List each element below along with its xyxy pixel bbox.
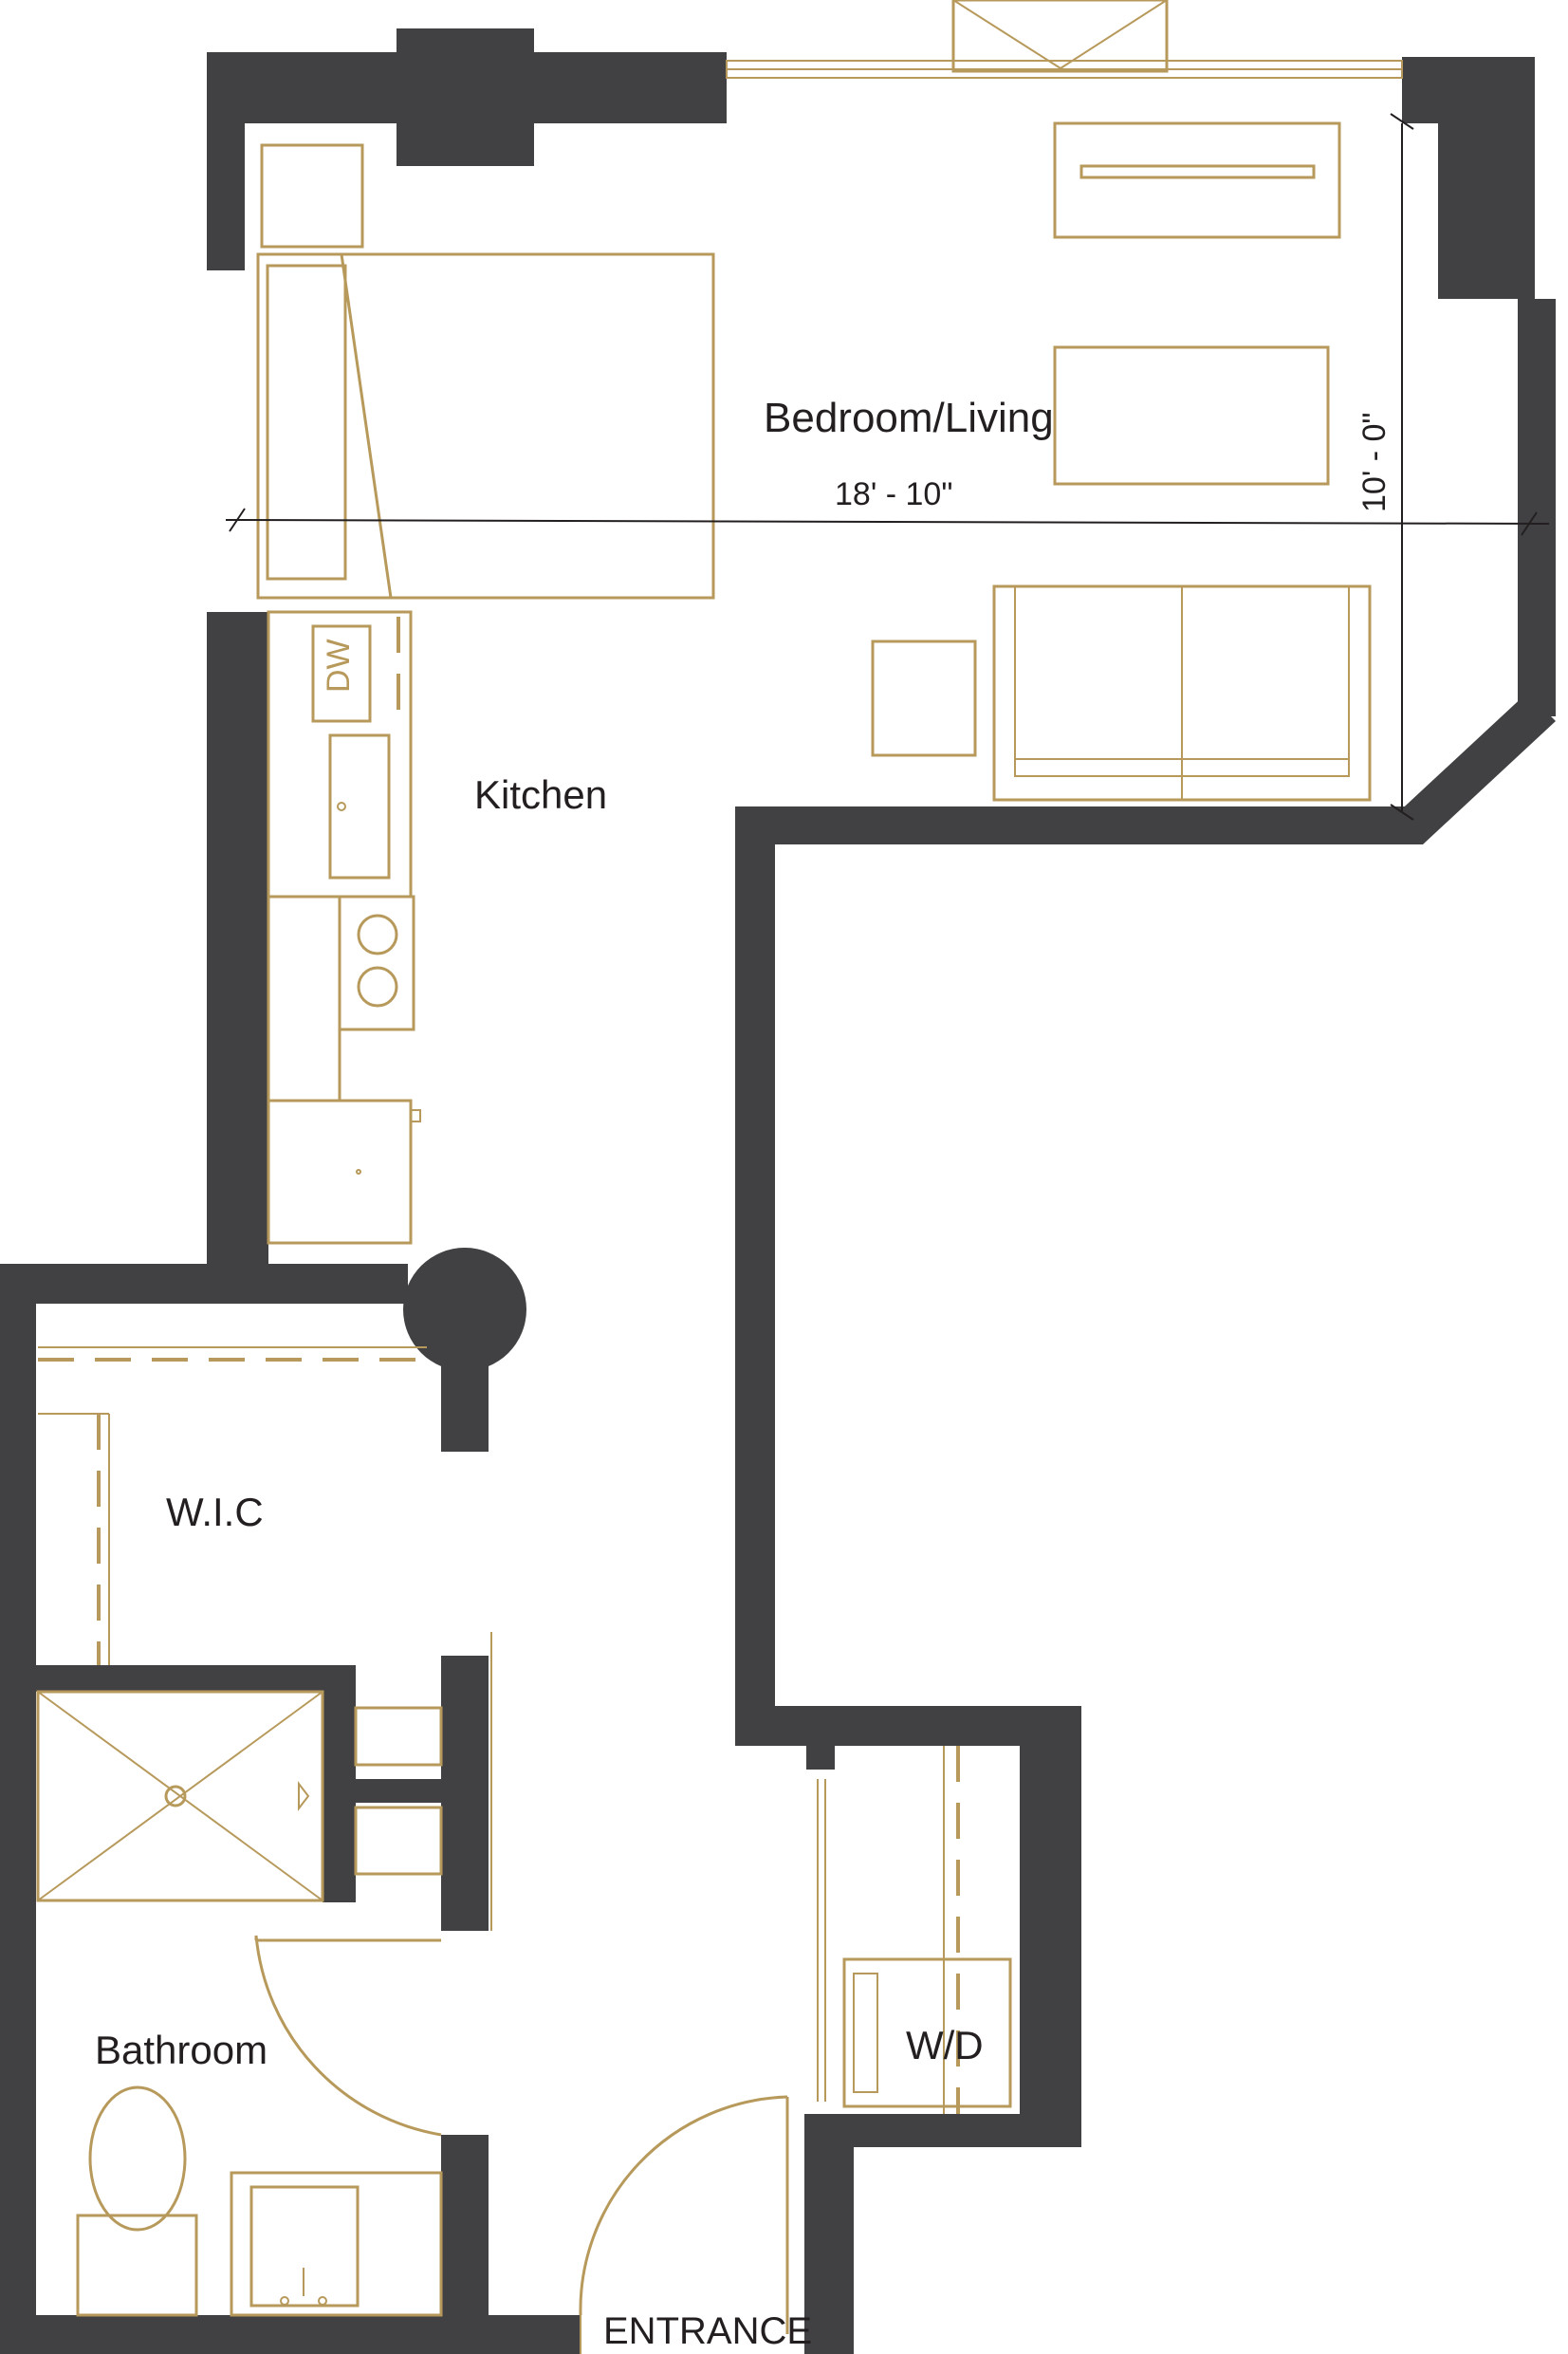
corridor-right-wall [735,806,775,1746]
bedroom-bottom-wall [735,806,1423,844]
entrance-door [579,2095,789,2354]
label-wic: W.I.C [166,1490,264,1534]
far-left-wall [0,1264,36,2354]
side-table [871,639,977,757]
label-entrance: ENTRANCE [603,2310,812,2352]
shelf-bottom [354,1806,443,1876]
vanity [230,2171,443,2317]
toilet-tank [76,2214,198,2317]
bedroom-furniture [256,121,1372,802]
burner-2 [357,966,398,1008]
right-corner-wall [1402,57,1535,304]
wic-top-wall [0,1264,408,1304]
laundry-fixtures [817,1746,1012,2114]
burner-1 [357,914,398,955]
shelf-top [354,1706,443,1767]
bath-wall-upper [441,1656,489,1931]
walls [0,28,1556,2354]
label-kitchen: Kitchen [474,772,607,817]
left-wall-kitchen [207,612,268,1281]
shower [36,1690,324,1902]
dimension-lines [225,113,1550,821]
chimney-block [397,28,534,166]
dishwasher [311,624,372,723]
bath-door-swing [254,1935,442,2137]
right-wall-upper [1518,299,1556,716]
washer-dryer [842,1957,1012,2108]
stove [338,895,415,1031]
cabinet-left [267,895,341,1103]
nightstand [260,143,364,249]
label-washer-dryer: W/D [906,2023,984,2067]
shower-shelf-wall [323,1779,446,1803]
width-dimension-line [225,519,1550,525]
bed [256,252,715,600]
label-bathroom: Bathroom [95,2028,267,2072]
wic-shelving [38,1346,427,1665]
bottom-wall [0,2315,581,2354]
laundry-post [806,1741,835,1770]
dresser [1053,121,1341,239]
label-dishwasher: DW [321,639,357,693]
structural-column [403,1248,526,1371]
windows [726,0,1403,79]
wic-divider-nub [0,1656,17,1684]
label-depth-dimension: 10' - 0" [1356,412,1393,512]
tv-stand [1079,164,1316,179]
kitchen-sink [328,733,391,880]
laundry-right-wall [1020,1706,1081,2147]
bath-wall-lower [441,2135,489,2353]
diagonal-wall [1394,693,1556,844]
left-wall-upper [207,52,245,270]
window-ac-unit [951,0,1169,73]
entrance-right-wall [804,2114,854,2354]
room-labels: Bedroom/Living 18' - 10" 10' - 0" DW Kit… [95,395,1393,2352]
kitchen-cabinets [267,610,421,1245]
label-bedroom-living: Bedroom/Living [764,395,1054,441]
shower-drain [164,1785,187,1807]
bed-pillow [266,264,347,581]
bathroom-sink [249,2185,360,2308]
column-stub [441,1347,489,1452]
shower-top-wall [0,1665,356,1692]
entrance-door-swing [579,2095,788,2316]
coffee-table [1053,345,1330,486]
toilet-bowl [88,2085,187,2232]
label-width-dimension: 18' - 10" [835,476,952,512]
refrigerator [267,1099,413,1245]
bathroom-fixtures [36,1632,492,2317]
